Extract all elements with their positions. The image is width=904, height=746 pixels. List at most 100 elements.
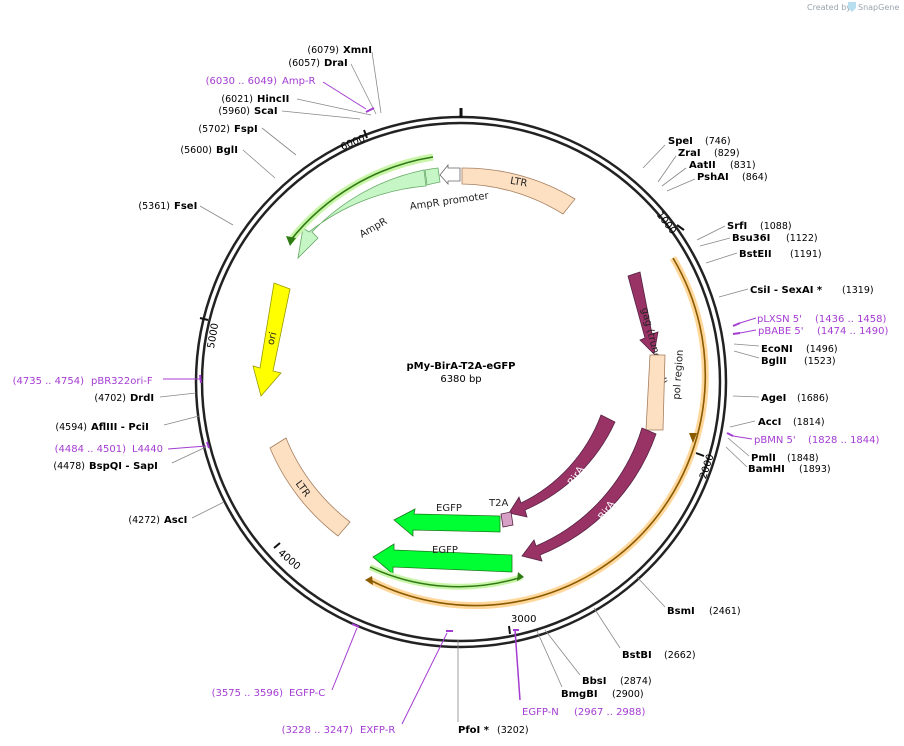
- svg-text:4000: 4000: [276, 548, 303, 573]
- svg-text:EGFP: EGFP: [432, 545, 458, 556]
- site-econi[interactable]: EcoNI (1496): [733, 343, 838, 355]
- site-asci[interactable]: (4272) AscI: [128, 501, 225, 526]
- scale-tick-2000: 2000: [695, 452, 717, 481]
- site-drai[interactable]: (6057) DraI: [288, 58, 377, 115]
- svg-text:BglI: BglI: [216, 145, 238, 156]
- svg-text:FseI: FseI: [174, 201, 197, 212]
- site-srfi[interactable]: SrfI (1088): [696, 221, 792, 241]
- primer-egfp-c[interactable]: (3575 .. 3596) EGFP-C: [212, 623, 360, 699]
- primer-plxsn-5[interactable]: pLXSN 5' (1436 .. 1458): [732, 314, 887, 327]
- site-bsmi[interactable]: BsmI (2461): [636, 576, 741, 617]
- svg-text:(831): (831): [730, 160, 756, 171]
- svg-text:AflIII - PciI: AflIII - PciI: [91, 422, 149, 433]
- site-fsei[interactable]: (5361) FseI: [138, 201, 234, 226]
- primer-pbmn-5[interactable]: pBMN 5' (1828 .. 1844): [726, 432, 880, 446]
- pol-track-line: [369, 257, 707, 607]
- primer-amp-r[interactable]: (6030 .. 6049) Amp-R: [206, 76, 375, 113]
- svg-text:(1191): (1191): [790, 249, 822, 260]
- feature-ltr-top[interactable]: LTR: [461, 167, 576, 215]
- svg-text:2000: 2000: [698, 453, 716, 481]
- site-bgli[interactable]: (5600) BglI: [180, 145, 276, 179]
- site-aatii[interactable]: AatII (831): [661, 160, 756, 187]
- svg-text:EGFP-N: EGFP-N: [522, 707, 559, 718]
- primer-exfp-r[interactable]: (3228 .. 3247) EXFP-R: [282, 630, 453, 736]
- svg-text:(1893): (1893): [799, 464, 831, 475]
- svg-text:(4735 .. 4754): (4735 .. 4754): [13, 376, 85, 387]
- svg-text:BamHI: BamHI: [748, 464, 785, 475]
- primer-l4440[interactable]: (4484 .. 4501) L4440: [55, 441, 210, 455]
- svg-text:LTR: LTR: [509, 176, 528, 190]
- site-xmni[interactable]: (6079) XmnI: [307, 45, 382, 114]
- site-bstbi[interactable]: BstBI (2662): [593, 607, 696, 661]
- svg-text:BsmI: BsmI: [667, 606, 695, 617]
- feature-ltr-bottom[interactable]: LTR: [269, 437, 351, 537]
- backbone-inner-ring: [200, 121, 722, 643]
- svg-text:(2967 .. 2988): (2967 .. 2988): [574, 707, 646, 718]
- site-fspi[interactable]: (5702) FspI: [198, 124, 297, 156]
- svg-text:(4594): (4594): [55, 422, 87, 433]
- svg-text:(5361): (5361): [138, 201, 170, 212]
- egfp-track-line: [369, 566, 523, 588]
- primer-pbabe-5[interactable]: pBABE 5' (1474 .. 1490): [732, 326, 889, 337]
- site-spei[interactable]: SpeI (746): [642, 136, 731, 169]
- site-pshai[interactable]: PshAI (864): [666, 172, 768, 192]
- site-scai[interactable]: (5960) ScaI: [218, 106, 361, 120]
- site-bmgbi[interactable]: BmgBI (2900): [536, 630, 644, 700]
- svg-text:Bsu36I: Bsu36I: [732, 233, 770, 244]
- plasmid-size: 6380 bp: [440, 374, 481, 385]
- svg-text:pBMN 5': pBMN 5': [754, 435, 796, 446]
- primer-egfp-n[interactable]: EGFP-N (2967 .. 2988): [513, 629, 646, 718]
- site-bbsi[interactable]: BbsI (2874): [544, 629, 652, 687]
- svg-text:(1686): (1686): [797, 393, 829, 404]
- site-bsu36i[interactable]: Bsu36I (1122): [699, 233, 818, 247]
- svg-text:(1319): (1319): [842, 285, 874, 296]
- svg-text:(746): (746): [705, 136, 731, 147]
- svg-text:(3575 .. 3596): (3575 .. 3596): [212, 688, 284, 699]
- site-agei[interactable]: AgeI (1686): [732, 393, 829, 404]
- svg-text:pLXSN 5': pLXSN 5': [757, 314, 802, 325]
- site-csii-sexai[interactable]: CsiI - SexAI * (1319): [718, 285, 874, 298]
- svg-text:BbsI: BbsI: [582, 676, 606, 687]
- svg-text:AgeI: AgeI: [761, 393, 786, 404]
- site-bamhi[interactable]: BamHI (1893): [725, 446, 831, 475]
- svg-text:PmlI: PmlI: [751, 453, 776, 464]
- svg-text:AatII: AatII: [689, 160, 716, 171]
- svg-text:(2461): (2461): [709, 606, 741, 617]
- feature-t2a[interactable]: T2A: [488, 498, 514, 528]
- svg-text:AscI: AscI: [164, 515, 187, 526]
- svg-text:(4272): (4272): [128, 515, 160, 526]
- feature-pol-region[interactable]: pol region: [645, 349, 686, 431]
- site-acci[interactable]: AccI (1814): [729, 417, 825, 428]
- site-bsteii[interactable]: BstEII (1191): [705, 249, 822, 264]
- svg-text:(5600): (5600): [180, 145, 212, 156]
- svg-text:(5702): (5702): [198, 124, 230, 135]
- svg-text:PfoI *: PfoI *: [458, 725, 490, 736]
- svg-text:pBR322ori-F: pBR322ori-F: [91, 376, 153, 387]
- site-bspqi-sapi[interactable]: (4478) BspQI - SapI: [53, 446, 207, 472]
- site-pmli[interactable]: PmlI (1848): [727, 437, 819, 464]
- feature-egfp-inner[interactable]: EGFP: [393, 503, 501, 537]
- site-hincii[interactable]: (6021) HincII: [221, 94, 372, 116]
- site-zrai[interactable]: ZraI (829): [657, 148, 740, 183]
- pol-track-arrowhead: [689, 433, 697, 443]
- primer-pbr322ori-f[interactable]: (4735 .. 4754) pBR322ori-F: [13, 374, 202, 387]
- svg-text:BstBI: BstBI: [622, 650, 652, 661]
- snapgene-brand-label: SnapGene: [858, 3, 899, 12]
- svg-text:(2662): (2662): [664, 650, 696, 661]
- site-drdi[interactable]: (4702) DrdI: [94, 392, 197, 404]
- svg-text:(1122): (1122): [786, 233, 818, 244]
- svg-text:SrfI: SrfI: [727, 221, 747, 232]
- svg-text:ScaI: ScaI: [254, 106, 278, 117]
- feature-egfp-outer[interactable]: EGFP: [372, 543, 513, 575]
- svg-text:BstEII: BstEII: [739, 249, 772, 260]
- svg-text:EXFP-R: EXFP-R: [360, 725, 395, 736]
- site-pfoi[interactable]: PfoI * (3202): [457, 640, 529, 736]
- site-afliii-pcii[interactable]: (4594) AflIII - PciI: [55, 415, 200, 433]
- svg-text:PshAI: PshAI: [697, 172, 729, 183]
- feature-ori[interactable]: ori: [252, 282, 291, 397]
- site-bglii[interactable]: BglII (1523): [733, 350, 836, 367]
- svg-text:CsiI - SexAI *: CsiI - SexAI *: [750, 285, 823, 296]
- svg-text:AmpR: AmpR: [358, 216, 389, 240]
- svg-text:(1436 .. 1458): (1436 .. 1458): [815, 314, 887, 325]
- svg-text:(6057): (6057): [288, 58, 320, 69]
